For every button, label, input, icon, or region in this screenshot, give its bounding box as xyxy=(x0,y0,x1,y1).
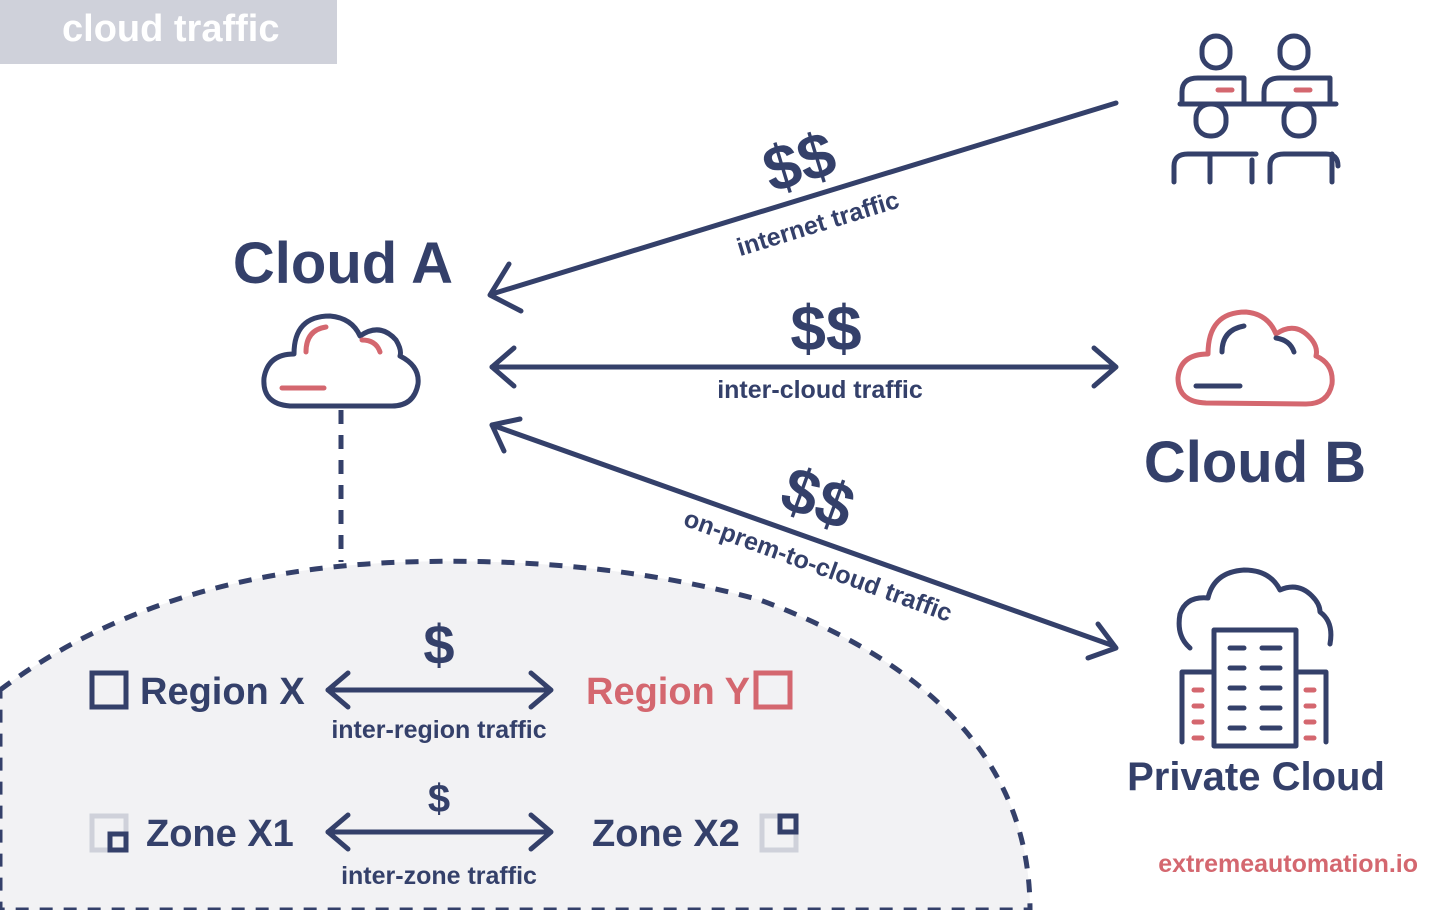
cloud-b-icon xyxy=(1175,309,1335,407)
inter-zone-traffic-label: inter-zone traffic xyxy=(341,862,537,890)
private-cloud-server-icon xyxy=(1176,567,1334,749)
zone-x1-box-icon xyxy=(89,813,129,853)
region-y-label: Region Y xyxy=(586,671,750,713)
region-x-box-icon xyxy=(89,670,129,710)
region-y-box-icon xyxy=(753,670,793,710)
cloud-a-region-area xyxy=(0,558,1033,910)
zone-x2-box-icon xyxy=(759,813,799,853)
inter-cloud-traffic-arrow xyxy=(489,345,1119,389)
cloud-a-label: Cloud A xyxy=(233,231,453,296)
page-title: cloud traffic xyxy=(62,8,280,50)
inter-region-traffic-arrow xyxy=(325,670,554,710)
cloud-a-icon xyxy=(261,313,421,409)
inter-cloud-traffic-cost: $$ xyxy=(790,292,861,364)
on-prem-traffic-arrow xyxy=(489,416,1119,661)
inter-cloud-traffic-label: inter-cloud traffic xyxy=(717,376,923,404)
internet-traffic-arrow xyxy=(487,100,1119,314)
title-tab: cloud traffic xyxy=(0,0,337,64)
internet-traffic-cost: $$ xyxy=(755,117,844,207)
inter-zone-traffic-cost: $ xyxy=(428,777,450,821)
site-link[interactable]: extremeautomation.io xyxy=(1158,850,1418,878)
zone-x1-label: Zone X1 xyxy=(146,813,294,855)
region-x-label: Region X xyxy=(140,671,305,713)
inter-region-traffic-cost: $ xyxy=(423,613,454,676)
cloud-b-label: Cloud B xyxy=(1144,430,1366,495)
users-at-desk-icon xyxy=(1171,33,1341,185)
inter-zone-traffic-arrow xyxy=(325,812,554,852)
internet-traffic-label: internet traffic xyxy=(734,186,903,262)
inter-region-traffic-label: inter-region traffic xyxy=(331,716,546,744)
zone-x2-label: Zone X2 xyxy=(592,813,740,855)
private-cloud-label: Private Cloud xyxy=(1127,755,1385,799)
